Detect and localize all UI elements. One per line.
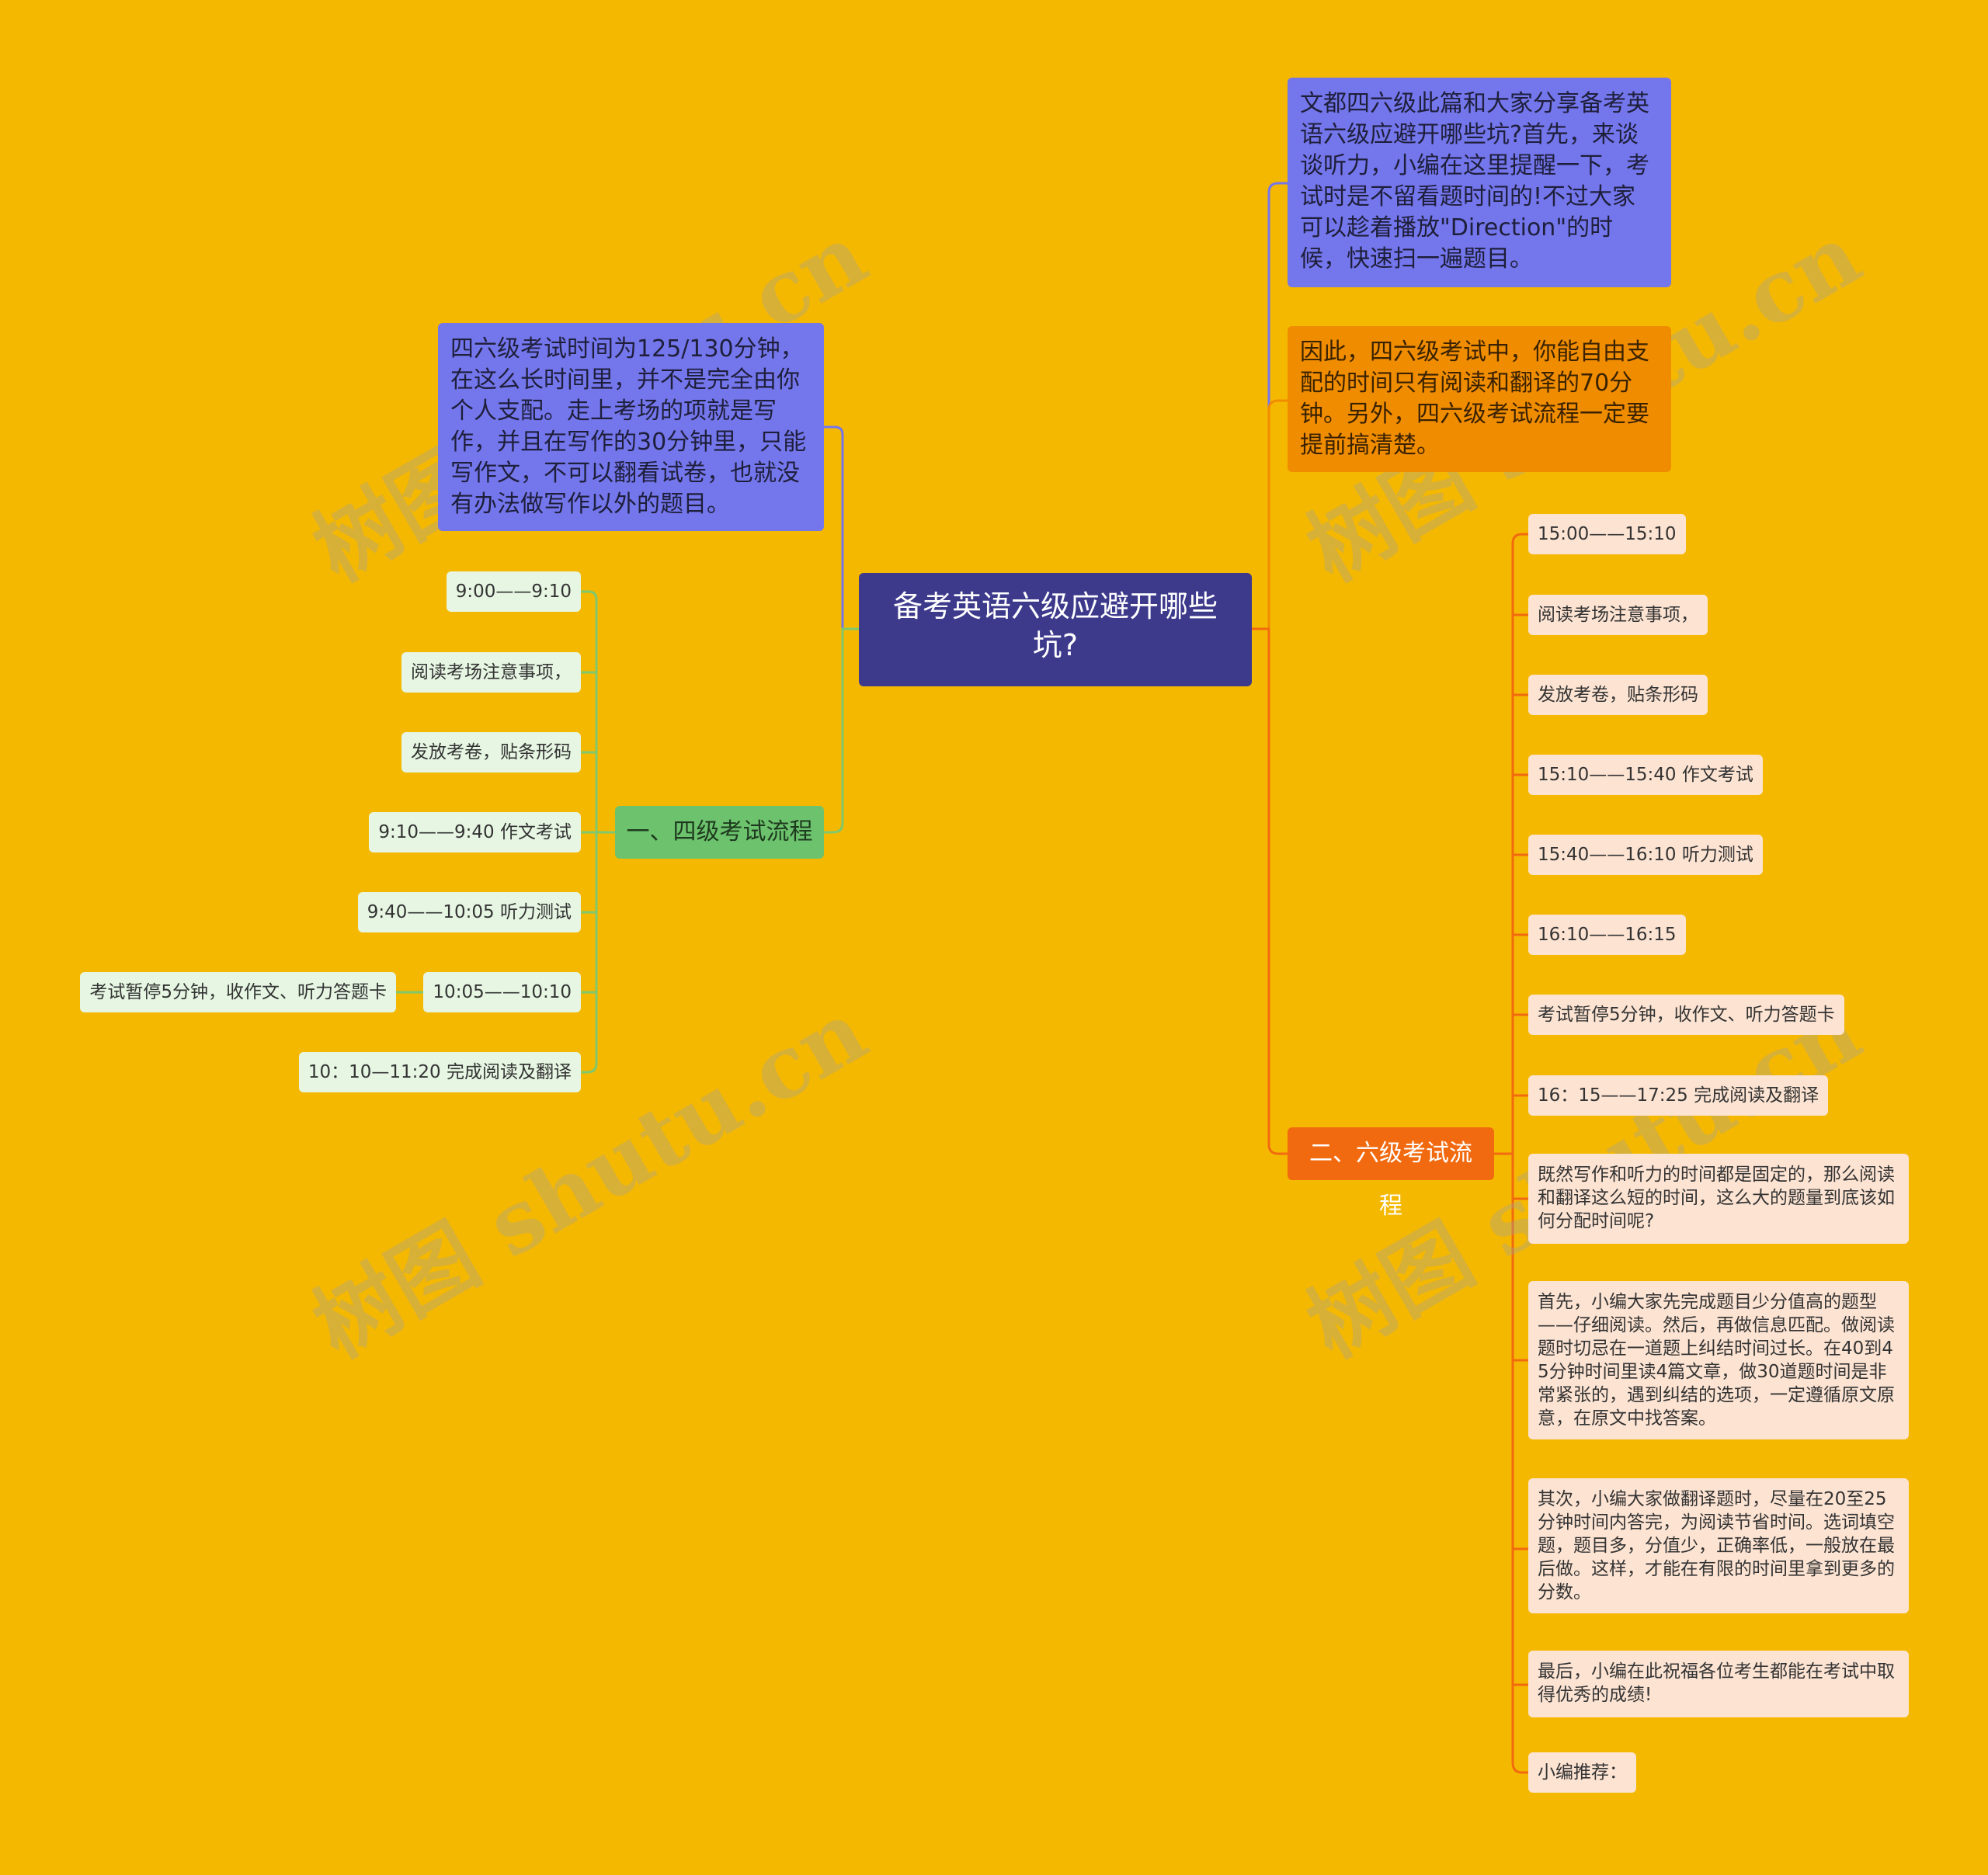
branch-cet6-process[interactable]: 二、六级考试流程 xyxy=(1288,1127,1494,1220)
cet6-item-10[interactable]: 其次，小编大家做翻译题时，尽量在20至25分钟时间内答完，为阅读节省时间。选词填… xyxy=(1528,1478,1909,1613)
link-root-left-branch xyxy=(822,627,860,834)
cet6-item-11[interactable]: 最后，小编在此祝福各位考生都能在考试中取得优秀的成绩! xyxy=(1528,1651,1909,1717)
cet6-item-1[interactable]: 阅读考场注意事项， xyxy=(1528,595,1708,635)
cet4-subitem[interactable]: 考试暂停5分钟，收作文、听力答题卡 xyxy=(80,972,396,1012)
left-intro-note[interactable]: 四六级考试时间为125/130分钟，在这么长时间里，并不是完全由你个人支配。走上… xyxy=(438,323,824,531)
cet4-item-2[interactable]: 发放考卷，贴条形码 xyxy=(401,732,581,773)
cet6-item-0[interactable]: 15:00——15:10 xyxy=(1528,514,1686,554)
cet4-item-4[interactable]: 9:40——10:05 听力测试 xyxy=(357,892,581,932)
cet4-item-1[interactable]: 阅读考场注意事项， xyxy=(401,652,581,693)
cet6-item-8[interactable]: 既然写作和听力的时间都是固定的，那么阅读和翻译这么短的时间，这么大的题量到底该如… xyxy=(1528,1154,1909,1244)
right-intro-note[interactable]: 文都四六级此篇和大家分享备考英语六级应避开哪些坑?首先，来谈谈听力，小编在这里提… xyxy=(1288,78,1671,287)
link-left-items xyxy=(579,590,617,1074)
root-topic[interactable]: 备考英语六级应避开哪些坑? xyxy=(859,573,1252,686)
link-root-left-note xyxy=(822,425,860,630)
cet4-item-5[interactable]: 10:05——10:10 xyxy=(423,972,581,1012)
right-second-note[interactable]: 因此，四六级考试中，你能自由支配的时间只有阅读和翻译的70分钟。另外，四六级考试… xyxy=(1288,326,1671,472)
cet4-item-3[interactable]: 9:10——9:40 作文考试 xyxy=(369,812,581,852)
link-right-items xyxy=(1493,533,1530,1774)
cet6-item-4[interactable]: 15:40——16:10 听力测试 xyxy=(1528,835,1763,875)
cet6-item-5[interactable]: 16:10——16:15 xyxy=(1528,915,1686,955)
cet6-item-9[interactable]: 首先，小编大家先完成题目少分值高的题型——仔细阅读。然后，再做信息匹配。做阅读题… xyxy=(1528,1281,1909,1439)
cet6-item-7[interactable]: 16：15——17:25 完成阅读及翻译 xyxy=(1528,1075,1829,1116)
cet4-item-6[interactable]: 10：10—11:20 完成阅读及翻译 xyxy=(298,1052,581,1092)
cet6-item-2[interactable]: 发放考卷，贴条形码 xyxy=(1528,675,1708,715)
cet6-item-3[interactable]: 15:10——15:40 作文考试 xyxy=(1528,755,1763,795)
link-right-note1 xyxy=(1267,182,1289,630)
branch-cet4-process[interactable]: 一、四级考试流程 xyxy=(615,806,824,859)
link-right-note2 xyxy=(1267,399,1289,630)
cet6-item-6[interactable]: 考试暂停5分钟，收作文、听力答题卡 xyxy=(1528,995,1844,1035)
cet4-item-0[interactable]: 9:00——9:10 xyxy=(446,571,581,612)
link-right-branch xyxy=(1267,627,1289,1155)
cet6-item-12[interactable]: 小编推荐： xyxy=(1528,1752,1636,1793)
